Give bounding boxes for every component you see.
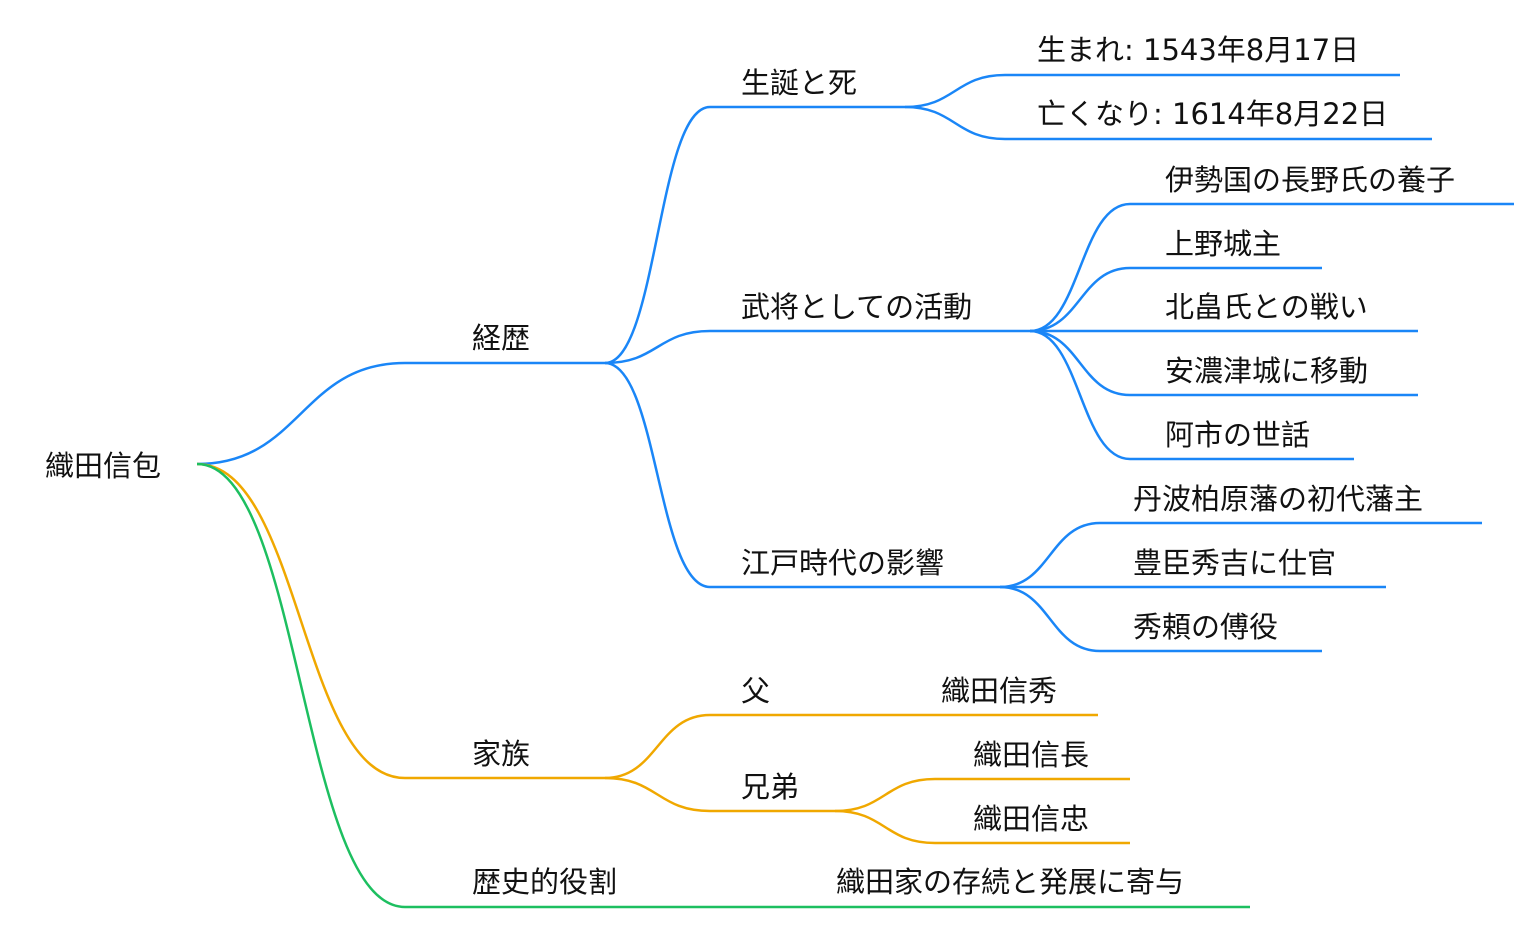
node-birth-death[interactable]: 生誕と死 [741,66,857,100]
edge-warrior-item [1029,329,1131,397]
node-family[interactable]: 家族 [472,737,530,771]
edge-warrior-item [1029,202,1131,333]
edge-edo-item [999,585,1101,653]
node-warrior-item[interactable]: 上野城主 [1165,227,1281,261]
node-role[interactable]: 歴史的役割 [472,865,617,899]
node-edo-item[interactable]: 丹波柏原藩の初代藩主 [1133,482,1423,516]
node-edo-item[interactable]: 豊臣秀吉に仕官 [1133,546,1336,580]
edge-sibling [834,809,936,845]
edge-root-family [196,462,406,780]
edge-root-role [196,462,406,909]
node-role-item[interactable]: 織田家の存続と発展に寄与 [836,865,1184,899]
node-died[interactable]: 亡くなり: 1614年8月22日 [1037,97,1388,131]
node-edo-item[interactable]: 秀頼の傅役 [1133,610,1278,644]
node-father[interactable]: 父 [741,674,770,708]
root-node[interactable]: 織田信包 [45,449,161,483]
node-career[interactable]: 経歴 [472,321,530,355]
node-warrior-item[interactable]: 阿市の世話 [1165,418,1310,452]
node-father-name[interactable]: 織田信秀 [941,674,1057,708]
edge-edo-item [999,521,1101,589]
edge-family-siblings [604,776,711,813]
node-sibling[interactable]: 織田信忠 [973,802,1089,836]
edge-sibling [834,777,936,813]
edge-warrior-item [1029,266,1131,333]
node-warrior[interactable]: 武将としての活動 [741,290,972,324]
node-warrior-item[interactable]: 安濃津城に移動 [1165,354,1368,388]
edge-born [904,73,1006,109]
edge-warrior-item [1029,329,1131,461]
node-sibling[interactable]: 織田信長 [973,738,1089,772]
edge-root-career [196,361,406,466]
node-siblings[interactable]: 兄弟 [741,770,799,804]
edge-died [904,105,1006,141]
edge-career-birth-death [604,105,711,365]
edge-career-warrior [604,329,711,365]
edge-career-edo [604,361,711,589]
edge-family-father [604,713,711,780]
node-born[interactable]: 生まれ: 1543年8月17日 [1037,33,1359,67]
node-warrior-item[interactable]: 伊勢国の長野氏の養子 [1165,163,1455,197]
node-edo[interactable]: 江戸時代の影響 [741,546,944,580]
node-warrior-item[interactable]: 北畠氏との戦い [1165,290,1368,324]
